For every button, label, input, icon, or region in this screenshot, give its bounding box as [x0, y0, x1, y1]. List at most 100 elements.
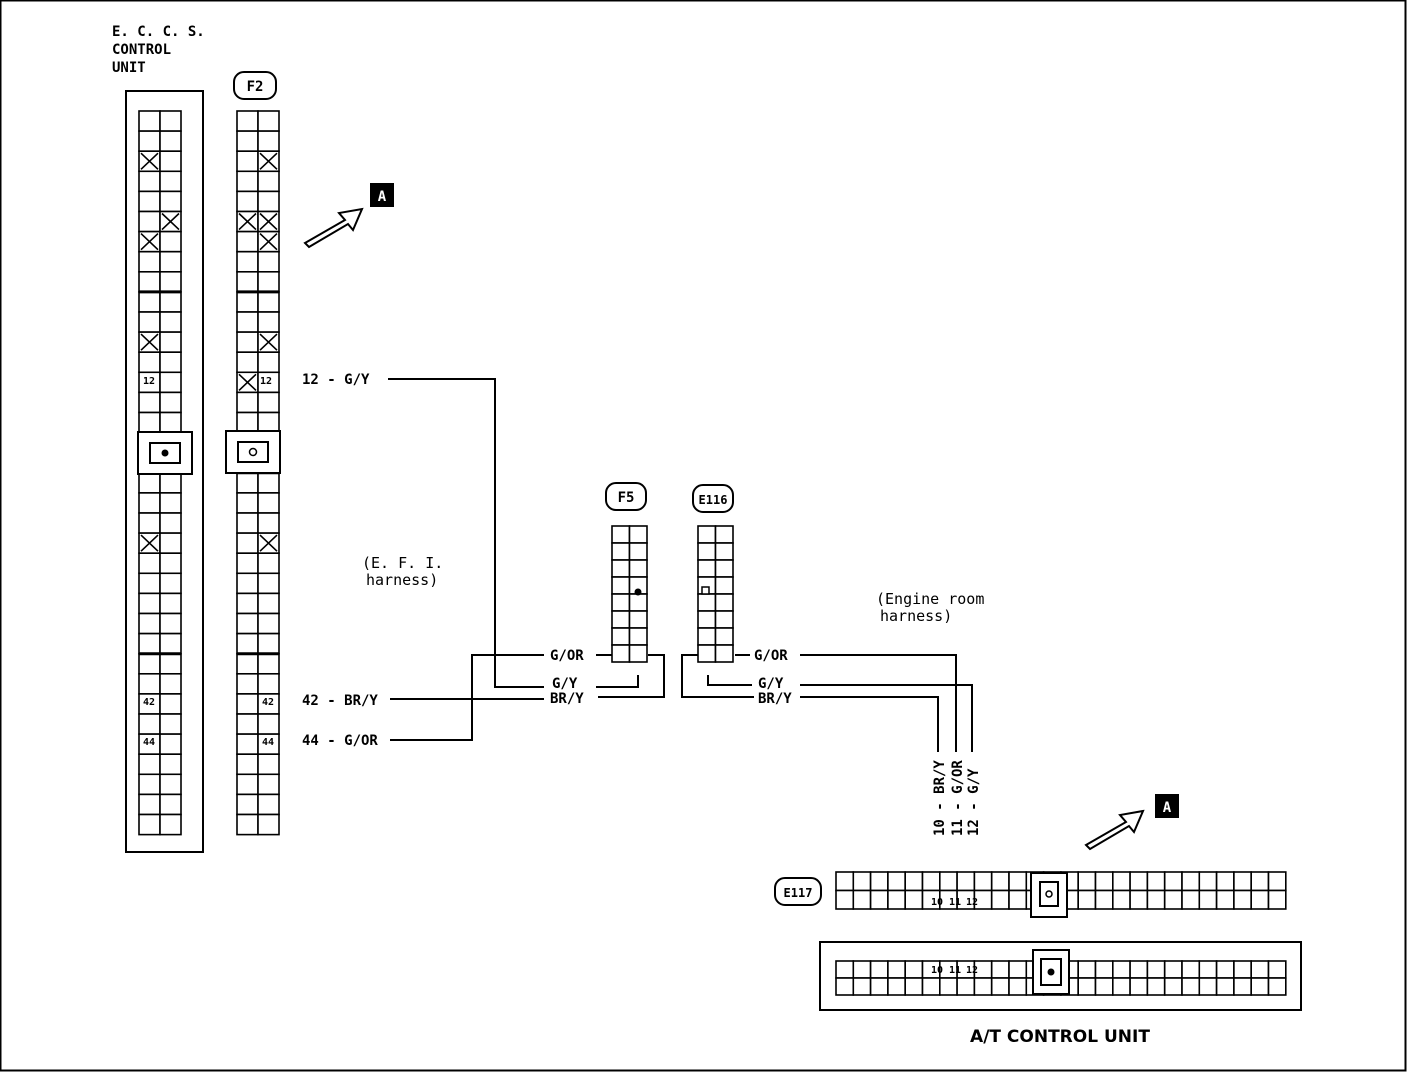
pin-cavity [611, 593, 631, 612]
pin-cavity [714, 542, 734, 561]
e117-connector: E117 10 11 12 [774, 871, 1287, 918]
pin-cavity [257, 492, 280, 514]
pin-cavity [1181, 871, 1201, 892]
pin-cavity [1129, 977, 1149, 996]
pin-cavity [852, 871, 872, 892]
e117-pin-12: 12 [966, 897, 978, 908]
pin-cavity [257, 110, 280, 132]
pin-cavity [1198, 977, 1218, 996]
eccs-pin-12: 12 [143, 376, 155, 387]
f2-badge [233, 71, 277, 100]
pin-cavity [1198, 960, 1218, 979]
pin-cavity [257, 813, 280, 836]
pin-cavity [236, 733, 259, 755]
pin-cavity [236, 572, 259, 595]
efi-harness-label-1: (E. F. I. [362, 554, 443, 572]
pin-cavity [257, 391, 280, 414]
atcu-lock-dot [1047, 968, 1055, 976]
arrow-icon [303, 207, 364, 249]
pin-cavity [159, 572, 182, 595]
pin-cavity [257, 552, 280, 575]
e116-pin-grid [697, 525, 734, 663]
wire-f5-gy [596, 675, 639, 688]
pin-cavity [159, 532, 182, 554]
pin-cavity [236, 793, 259, 816]
pin-cavity [628, 593, 648, 612]
pin-cavity [138, 552, 161, 575]
pin-cavity [990, 977, 1010, 996]
pin-cavity [1163, 871, 1183, 892]
pin-cavity [159, 291, 182, 313]
pin-cavity [236, 753, 259, 776]
eccs-control-unit: E. C. C. S. CONTROL UNIT 12 42 44 [112, 24, 205, 853]
f5-lock-dot [634, 588, 642, 596]
pin-cavity [236, 713, 259, 735]
pin-cavity [257, 190, 280, 213]
pin-cavity [138, 391, 161, 414]
pin-cavity [1233, 889, 1253, 910]
pin-cavity [1250, 889, 1270, 910]
pin-cavity [714, 593, 734, 612]
e116-wire-gor: G/OR [754, 648, 788, 664]
blank-pin-marker [259, 233, 278, 251]
e116-id: E116 [699, 493, 728, 507]
pin-cavity [159, 793, 182, 816]
pin-cavity [697, 610, 717, 629]
pin-cavity [257, 652, 280, 675]
eccs-label-line-2: CONTROL [112, 42, 171, 58]
wire-label-12-gy: 12 - G/Y [302, 372, 370, 388]
pin-cavity [236, 652, 259, 675]
pin-cavity [887, 889, 907, 910]
pin-cavity [257, 612, 280, 635]
pin-cavity [257, 753, 280, 776]
pin-cavity [236, 693, 259, 715]
pin-cavity [138, 411, 161, 434]
pin-cavity [1267, 889, 1287, 910]
f2-connector: F2 12 42 44 [225, 71, 281, 836]
pin-cavity [1094, 871, 1114, 892]
pin-cavity [159, 471, 182, 494]
blank-pin-marker [140, 333, 159, 351]
pin-cavity [159, 230, 182, 253]
pin-cavity [1146, 977, 1166, 996]
engine-room-wiring [681, 654, 973, 752]
eccs-pin-44: 44 [143, 737, 155, 748]
wire-44-gor [390, 654, 544, 741]
pin-cavity [236, 632, 259, 655]
pin-cavity [1215, 889, 1235, 910]
pin-cavity [236, 190, 259, 213]
pin-cavity [236, 291, 259, 313]
f2-pin-grid [236, 110, 280, 836]
pin-cavity [1129, 871, 1149, 892]
wire-12-gy [388, 378, 544, 688]
f5-wire-bry: BR/Y [550, 691, 584, 707]
pin-cavity [257, 773, 280, 796]
pin-cavity [159, 773, 182, 796]
f5-badge [605, 482, 647, 511]
atcu-pin-11: 11 [949, 965, 961, 976]
pin-cavity [159, 632, 182, 655]
e116-badge [692, 484, 734, 513]
pin-cavity [138, 773, 161, 796]
pin-cavity [138, 471, 161, 494]
eccs-housing [125, 90, 204, 853]
at-control-unit: 10 11 12 A/T CONTROL UNIT [819, 941, 1302, 1047]
pin-cavity [236, 592, 259, 615]
e116-connector: E116 G/OR G/Y BR/Y [692, 484, 792, 707]
pin-cavity [869, 871, 889, 892]
pin-cavity [835, 960, 855, 979]
pin-cavity [257, 311, 280, 333]
pin-cavity [236, 773, 259, 796]
efi-harness-label-2: harness) [366, 571, 438, 589]
pin-cavity [236, 311, 259, 333]
pin-cavity [714, 525, 734, 544]
pin-cavity [1094, 977, 1114, 996]
pin-cavity [159, 693, 182, 715]
pin-cavity [159, 110, 182, 132]
f5-wire-gor: G/OR [550, 648, 584, 664]
blank-pin-marker [238, 212, 257, 231]
pin-cavity [138, 592, 161, 615]
pin-cavity [714, 576, 734, 595]
pin-cavity [257, 793, 280, 816]
